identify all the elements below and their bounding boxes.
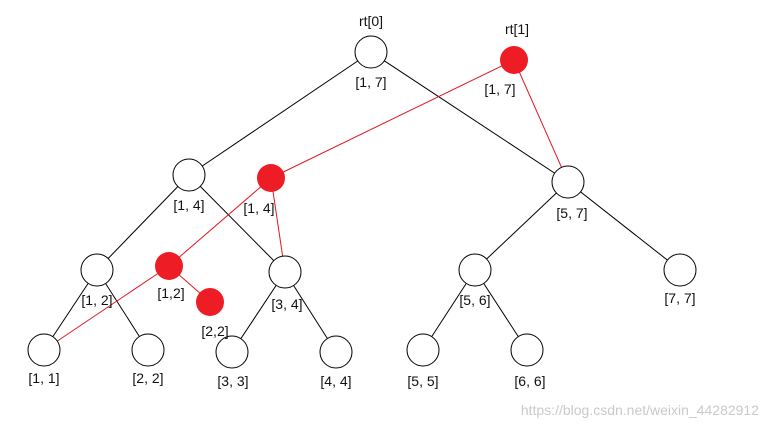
node-v0-7-7	[663, 253, 697, 287]
node-label: [1, 7]	[355, 74, 386, 90]
node-v0-1-2	[80, 253, 114, 287]
node-v1-1-4	[257, 164, 285, 192]
node-label: [2, 2]	[132, 370, 163, 386]
node-label: [1, 4]	[243, 200, 274, 216]
node-label: [3, 3]	[217, 373, 248, 389]
node-label: [3, 4]	[271, 296, 302, 312]
node-v0-5-7	[551, 165, 585, 199]
node-v0-3-3	[215, 335, 249, 369]
node-v0-3-4	[268, 255, 302, 289]
node-label: [7, 7]	[664, 290, 695, 306]
node-label: [1, 2]	[81, 292, 112, 308]
node-label: [5, 5]	[407, 373, 438, 389]
node-label: [5, 6]	[459, 292, 490, 308]
root-label-rt0: rt[0]	[359, 13, 383, 29]
node-v0-2-2	[131, 333, 165, 367]
root-label-rt1: rt[1]	[505, 21, 529, 37]
node-label: [6, 6]	[514, 373, 545, 389]
version0-edges	[43, 51, 681, 353]
node-v0-5-5	[406, 333, 440, 367]
node-label: [1, 1]	[28, 370, 59, 386]
node-v0-1-1	[27, 333, 61, 367]
node-label: [2,2]	[201, 323, 228, 339]
watermark: https://blog.csdn.net/weixin_44282912	[521, 402, 759, 418]
node-v0-1-4	[172, 158, 206, 192]
node-label: [1, 4]	[173, 197, 204, 213]
node-v1-1-7	[500, 46, 528, 74]
node-v0-5-6	[458, 253, 492, 287]
labels: rt[0] rt[1] [1, 7] [1, 7] [1, 4] [1, 4] …	[28, 13, 759, 418]
node-v0-6-6	[510, 333, 544, 367]
node-v1-1-2	[155, 252, 183, 280]
node-label: [1,2]	[157, 285, 184, 301]
node-label: [4, 4]	[320, 373, 351, 389]
node-v0-4-4	[319, 335, 353, 369]
version0-nodes	[27, 35, 697, 369]
node-v0-1-7	[354, 35, 388, 69]
node-label: [5, 7]	[556, 205, 587, 221]
node-label: [1, 7]	[484, 81, 515, 97]
version1-nodes	[155, 46, 528, 316]
node-v1-2-2	[196, 288, 224, 316]
